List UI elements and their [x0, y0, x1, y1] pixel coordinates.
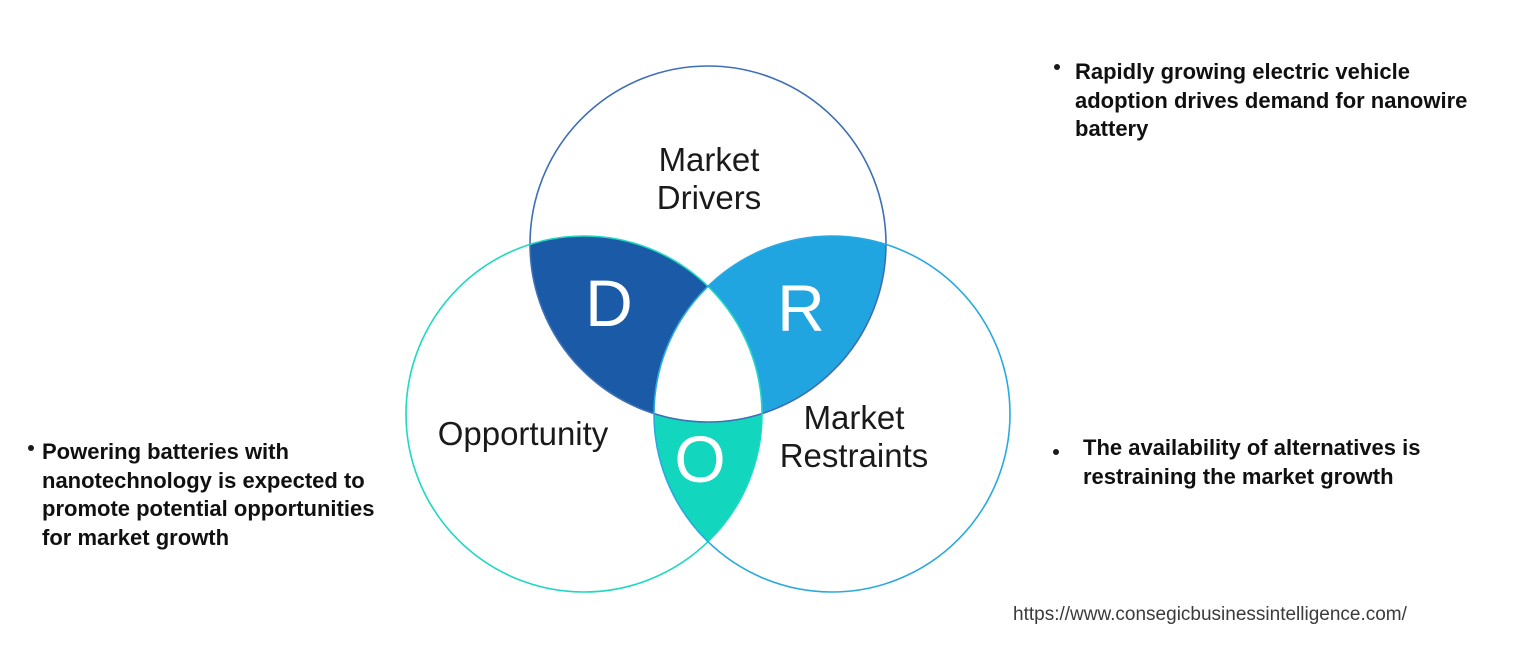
restraints-label: Market Restraints — [779, 399, 929, 474]
drivers-label: Market Drivers — [656, 141, 762, 216]
opportunity-circle — [405, 235, 763, 593]
drivers-bullet-line: adoption drives demand for nanowire — [1075, 87, 1468, 113]
bullet-dot — [1053, 449, 1059, 455]
restraints-bullet: The availability of alternatives is rest… — [1053, 434, 1420, 491]
drivers-bullet-line: battery — [1075, 116, 1149, 141]
restraints-bullet-line: restraining the market growth — [1083, 463, 1394, 489]
drivers-letter: D — [585, 266, 633, 340]
opportunity-bullet-line: for market growth — [42, 524, 230, 550]
restraints-letter: R — [777, 271, 825, 345]
restraints-bullet-line: The availability of alternatives is — [1083, 435, 1421, 460]
venn-diagram: D R O — [405, 65, 1011, 593]
restraints-circle — [653, 235, 1011, 593]
drivers-bullet: Rapidly growing electric vehicle adoptio… — [1054, 58, 1467, 144]
bullet-dot — [1054, 64, 1060, 70]
opportunity-bullet: Powering batteries with nanotechnology i… — [28, 438, 374, 552]
opportunity-bullet-line: promote potential opportunities — [42, 496, 375, 521]
opportunity-bullet-line: nanotechnology is expected to — [42, 467, 365, 493]
bullet-dot — [28, 445, 34, 451]
drivers-bullet-line: Rapidly growing electric vehicle — [1075, 59, 1410, 84]
source-url[interactable]: https://www.consegicbusinessintelligence… — [1013, 604, 1407, 625]
opportunity-label: Opportunity — [437, 415, 609, 452]
opportunity-letter: O — [674, 422, 725, 496]
opportunity-bullet-line: Powering batteries with — [42, 439, 289, 464]
